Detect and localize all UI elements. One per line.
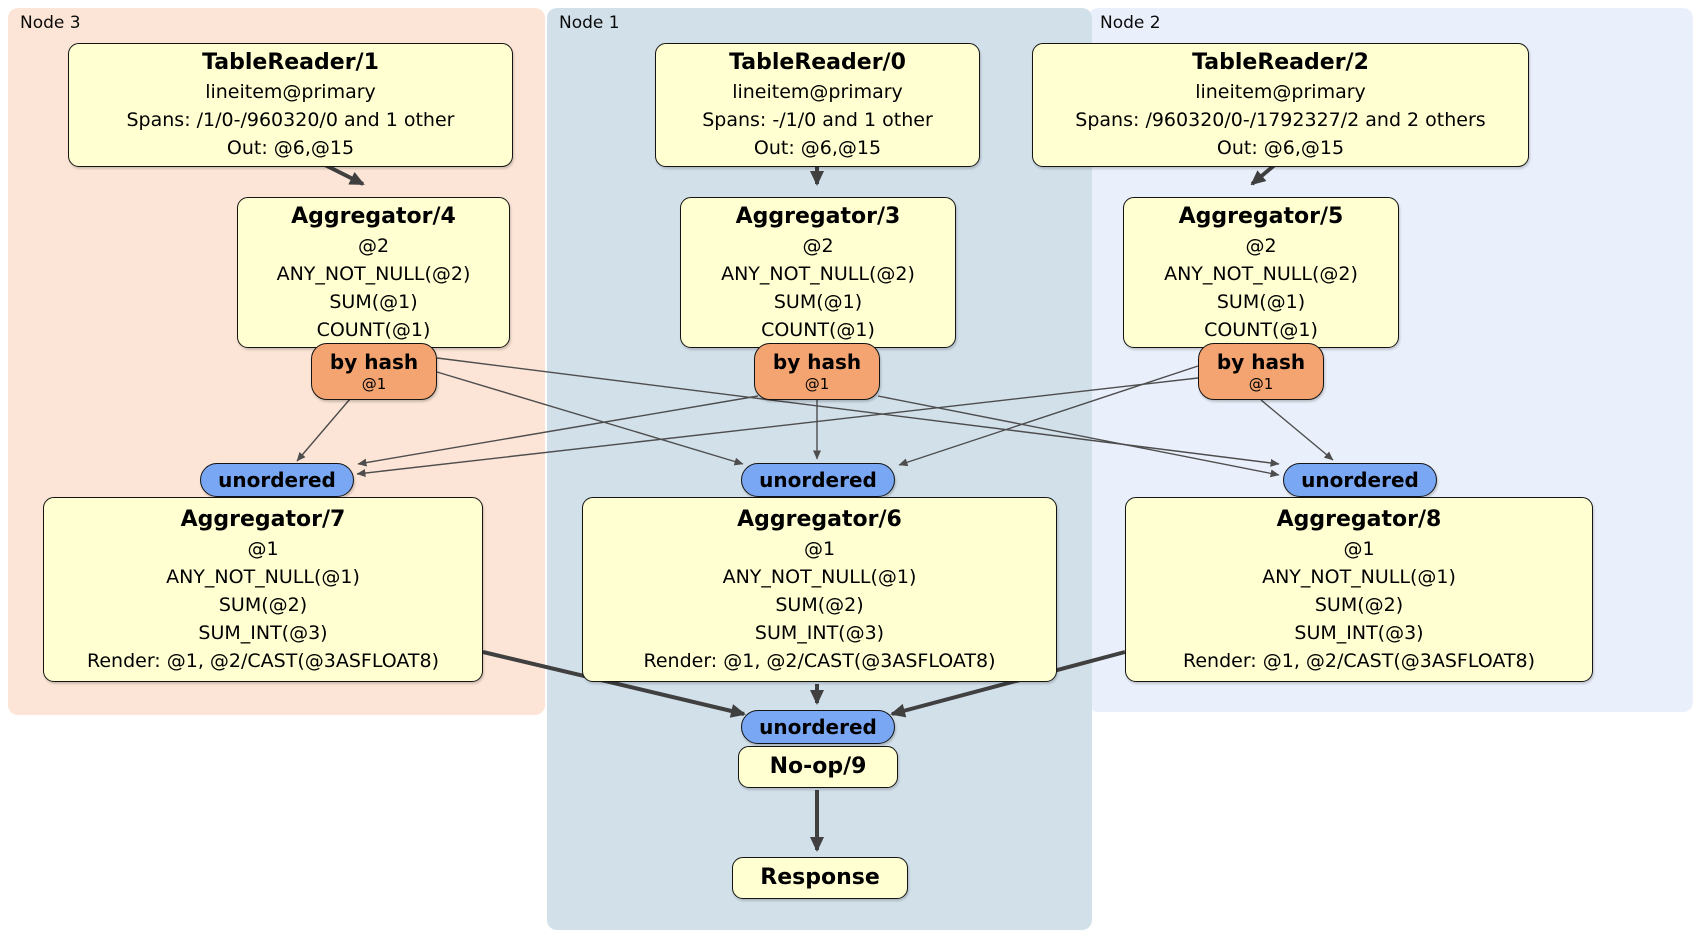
edge-hash-middle-to-sync-right [877, 395, 1280, 478]
router-by-hash-right: by hash @1 [1198, 343, 1324, 400]
processor-detail-line: lineitem@primary [1195, 81, 1366, 103]
router-label: by hash [1216, 350, 1306, 374]
processor-detail-line: SUM_INT(@3) [198, 621, 328, 644]
edge-hash-left-to-sync-right [436, 357, 1280, 467]
processor-detail-line: Render: @1, @2/CAST(@3ASFLOAT8) [643, 649, 996, 672]
processor-title: Aggregator/4 [291, 203, 456, 229]
processor-detail-line: Render: @1, @2/CAST(@3ASFLOAT8) [87, 649, 439, 672]
sync-unordered-left: unordered [200, 463, 354, 497]
processor-title: Aggregator/8 [1276, 506, 1442, 532]
router-label: by hash [329, 350, 419, 374]
processor-detail-line: @2 [357, 234, 390, 257]
router-detail: @1 [361, 375, 387, 393]
processor-title: Aggregator/7 [180, 506, 346, 532]
sync-unordered-middle: unordered [741, 463, 895, 497]
sync-unordered-final: unordered [741, 710, 895, 744]
processor-title: TableReader/0 [729, 50, 906, 75]
processor-detail-line: @2 [1245, 234, 1277, 257]
processor-aggregator-8: Aggregator/8 @1 ANY_NOT_NULL(@1) SUM(@2)… [1125, 497, 1593, 682]
sync-unordered-right: unordered [1283, 463, 1437, 497]
processor-title: Response [760, 865, 880, 890]
processor-tablereader-1: TableReader/1 lineitem@primary Spans: /1… [68, 43, 513, 167]
processor-title: Aggregator/6 [737, 506, 902, 532]
processor-detail-line: ANY_NOT_NULL(@2) [721, 262, 915, 285]
processor-aggregator-3: Aggregator/3 @2 ANY_NOT_NULL(@2) SUM(@1)… [680, 197, 956, 348]
processor-detail-line: ANY_NOT_NULL(@2) [276, 262, 471, 285]
processor-detail-line: ANY_NOT_NULL(@1) [1262, 565, 1456, 588]
processor-title: TableReader/1 [202, 50, 379, 75]
processor-detail-line: COUNT(@1) [1204, 318, 1318, 341]
processor-detail-line: COUNT(@1) [316, 318, 431, 341]
processor-detail-line: Spans: -/1/0 and 1 other [702, 109, 933, 131]
processor-detail-line: SUM_INT(@3) [1294, 621, 1424, 644]
processor-detail-line: SUM(@2) [775, 593, 864, 616]
router-detail: @1 [1248, 375, 1274, 393]
processor-detail-line: Spans: /1/0-/960320/0 and 1 other [126, 109, 455, 131]
edge-hash-middle-to-sync-left [357, 395, 759, 467]
processor-detail-line: SUM(@1) [1216, 290, 1306, 313]
edge-hash-right-to-sync-middle [898, 365, 1199, 467]
processor-aggregator-4: Aggregator/4 @2 ANY_NOT_NULL(@2) SUM(@1)… [237, 197, 510, 348]
processor-title: Aggregator/3 [735, 203, 901, 229]
processor-title: TableReader/2 [1192, 50, 1369, 75]
processor-response: Response [732, 857, 908, 899]
processor-detail-line: Out: @6,@15 [753, 137, 882, 159]
edge-hash-left-to-sync-left [296, 398, 351, 462]
processor-detail-line: Out: @6,@15 [226, 137, 355, 159]
processor-aggregator-5: Aggregator/5 @2 ANY_NOT_NULL(@2) SUM(@1)… [1123, 197, 1399, 348]
processor-detail-line: SUM(@1) [329, 290, 418, 313]
router-detail: @1 [804, 375, 830, 393]
processor-detail-line: ANY_NOT_NULL(@2) [1164, 262, 1358, 285]
router-by-hash-middle: by hash @1 [754, 343, 880, 400]
edge-aggregator7-to-final-sync [482, 650, 746, 718]
edge-hash-right-to-sync-left [356, 377, 1199, 478]
sync-label: unordered [759, 715, 877, 739]
processor-title: Aggregator/5 [1178, 203, 1344, 229]
processor-noop-9: No-op/9 [738, 746, 898, 788]
router-by-hash-left: by hash @1 [311, 343, 437, 400]
processor-tablereader-2: TableReader/2 lineitem@primary Spans: /9… [1032, 43, 1529, 167]
sync-label: unordered [759, 468, 877, 492]
processor-detail-line: COUNT(@1) [761, 318, 875, 341]
processor-aggregator-7: Aggregator/7 @1 ANY_NOT_NULL(@1) SUM(@2)… [43, 497, 483, 682]
processor-detail-line: @2 [802, 234, 834, 257]
router-label: by hash [772, 350, 862, 374]
region-label-node3: Node 3 [20, 13, 81, 33]
processor-detail-line: SUM(@1) [773, 290, 863, 313]
sync-label: unordered [218, 468, 336, 492]
processor-detail-line: @1 [803, 537, 836, 560]
region-label-node2: Node 2 [1100, 13, 1161, 33]
processor-detail-line: lineitem@primary [205, 81, 376, 103]
processor-detail-line: lineitem@primary [732, 81, 903, 103]
processor-aggregator-6: Aggregator/6 @1 ANY_NOT_NULL(@1) SUM(@2)… [582, 497, 1057, 682]
processor-detail-line: Spans: /960320/0-/1792327/2 and 2 others [1075, 109, 1486, 131]
processor-detail-line: ANY_NOT_NULL(@1) [722, 565, 917, 588]
processor-detail-line: SUM(@2) [218, 593, 308, 616]
processor-tablereader-0: TableReader/0 lineitem@primary Spans: -/… [655, 43, 980, 167]
sync-label: unordered [1301, 468, 1419, 492]
processor-detail-line: Render: @1, @2/CAST(@3ASFLOAT8) [1183, 649, 1535, 672]
processor-detail-line: Out: @6,@15 [1216, 137, 1345, 159]
processor-title: No-op/9 [769, 754, 867, 779]
edge-hash-left-to-sync-middle [436, 371, 744, 466]
processor-detail-line: SUM(@2) [1314, 593, 1404, 616]
edge-aggregator8-to-final-sync [890, 650, 1126, 718]
processor-detail-line: SUM_INT(@3) [754, 621, 885, 644]
region-label-node1: Node 1 [559, 13, 620, 33]
processor-detail-line: @1 [1343, 537, 1375, 560]
processor-detail-line: ANY_NOT_NULL(@1) [166, 565, 360, 588]
edge-hash-right-to-sync-right [1260, 399, 1334, 461]
processor-detail-line: @1 [247, 537, 279, 560]
